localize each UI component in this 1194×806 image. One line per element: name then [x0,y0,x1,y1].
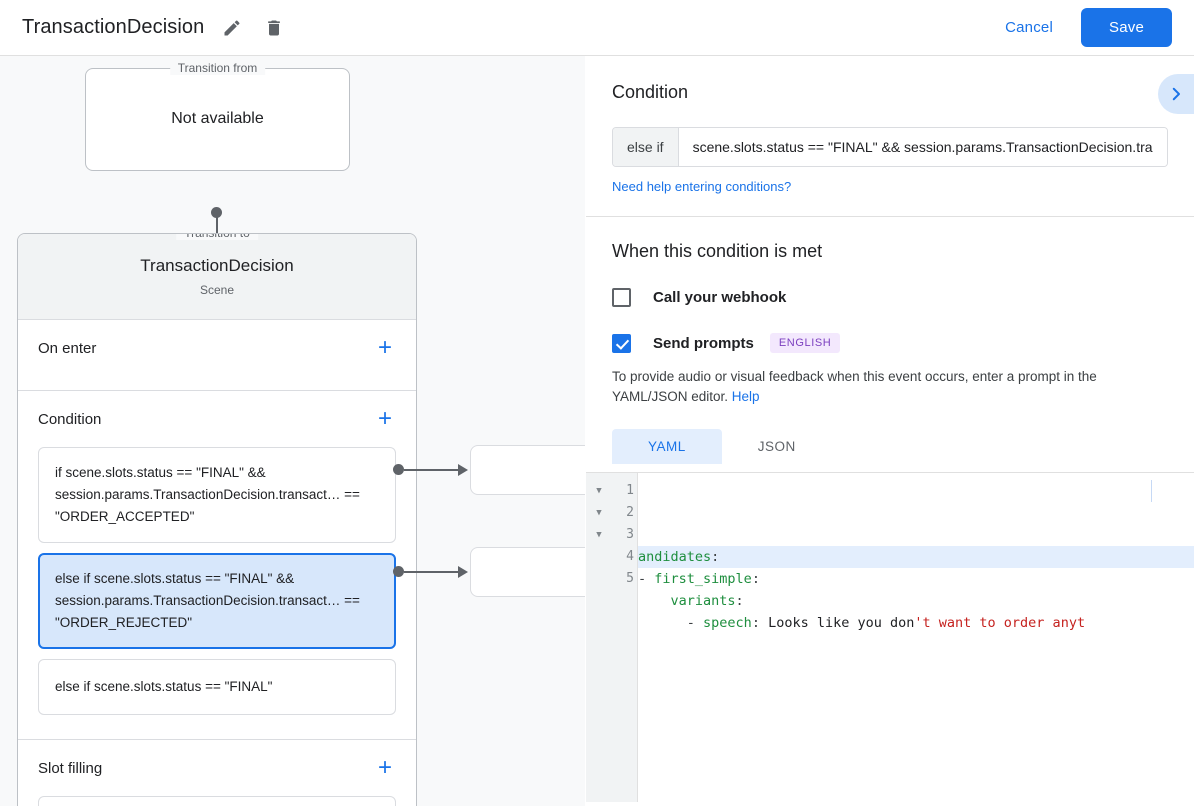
condition-item-rejected[interactable]: else if scene.slots.status == "FINAL" &&… [38,553,396,649]
section-slot-filling: Slot filling + Slot validation [18,740,416,806]
transition-to-header: TransactionDecision Scene [18,234,416,320]
code-token: : [711,549,720,565]
code-token: first_simple [654,571,752,587]
flow-canvas[interactable]: Transition from Not available Transition… [0,56,585,806]
code-token: - [638,615,704,631]
line-number: 1 [626,483,634,498]
when-condition-met-section: When this condition is met Call your web… [586,217,1194,464]
code-token: - [638,571,655,587]
edge-line-accepted [404,469,458,471]
chevron-right-icon[interactable] [1158,74,1194,114]
code-token: variants [670,593,736,609]
editor-line-numbers: 1 2 3 4 5 [612,473,638,802]
section-on-enter-head: On enter + [38,320,396,376]
send-prompts-checkbox[interactable] [612,333,631,353]
edge-anchor-rejected [393,566,404,577]
transition-to-name: TransactionDecision [140,256,294,275]
code-token: speech [703,615,752,631]
page-title: TransactionDecision [22,16,205,38]
prompts-description-text: To provide audio or visual feedback when… [612,369,1097,404]
code-token: : [751,571,760,587]
edge-anchor-accepted [393,464,404,475]
edge-arrow-rejected-icon [458,566,468,578]
chevron-right-icon-glyph [1172,87,1180,101]
section-condition-head: Condition + [38,391,396,447]
add-slot-filling-icon[interactable]: + [377,754,392,781]
slot-validation-item[interactable]: Slot validation [38,796,396,806]
condition-input-row: else if [612,127,1168,167]
tab-json[interactable]: JSON [757,439,796,454]
highlight-edge [1151,480,1152,502]
yaml-editor[interactable]: ▼ ▼ ▼ 1 2 3 4 5 andidates:- first_simple… [586,472,1194,802]
code-line: andidates: [638,546,1194,568]
pencil-icon-glyph [224,19,240,35]
line-number: 3 [626,527,634,542]
code-line [638,634,1194,656]
language-badge: ENGLISH [769,333,841,353]
edge-line-rejected [404,571,458,573]
editor-fold-gutter[interactable]: ▼ ▼ ▼ [586,473,612,802]
section-condition-title: Condition [38,410,102,428]
section-slot-filling-head: Slot filling + [38,740,396,796]
target-node-rejected[interactable] [470,547,585,597]
top-bar: TransactionDecision Cancel Save [0,0,1194,56]
pencil-icon[interactable] [218,14,246,42]
save-button[interactable]: Save [1081,8,1172,47]
tab-yaml[interactable]: YAML [612,429,722,464]
editor-code-area[interactable]: andidates:- first_simple: variants: - sp… [638,473,1194,802]
transition-from-legend: Transition from [169,61,266,75]
trash-icon-glyph [268,20,281,35]
call-webhook-checkbox[interactable] [612,288,631,307]
add-on-enter-icon[interactable]: + [377,334,392,361]
code-token: Looks like you don [768,615,915,631]
code-line: - first_simple: [638,568,1194,590]
prompts-description: To provide audio or visual feedback when… [612,367,1168,407]
code-token: andidates [638,549,712,565]
fold-toggle[interactable]: ▼ [596,508,602,518]
code-line: variants: [638,590,1194,612]
when-met-heading: When this condition is met [612,241,823,261]
editor-format-tabs: YAML JSON [612,429,1168,464]
webhook-row: Call your webhook [612,288,1168,307]
trash-icon[interactable] [260,14,288,42]
code-token: 't want to order anyt [914,615,1086,631]
condition-item-accepted[interactable]: if scene.slots.status == "FINAL" && sess… [38,447,396,543]
add-condition-icon[interactable]: + [377,405,392,432]
fold-toggle [586,546,612,568]
transition-to-card: Transition to TransactionDecision Scene … [17,233,417,806]
fold-toggle[interactable]: ▼ [596,530,602,540]
condition-help-link[interactable]: Need help entering conditions? [612,179,792,194]
section-on-enter: On enter + [18,320,416,391]
call-webhook-label: Call your webhook [653,289,787,306]
transition-from-card: Transition from Not available [85,61,350,171]
fold-toggle[interactable]: ▼ [596,486,602,496]
edge-arrow-accepted-icon [458,464,468,476]
send-prompts-label: Send prompts [653,334,754,352]
line-number: 4 [626,549,634,564]
section-condition: Condition + if scene.slots.status == "FI… [18,391,416,740]
section-on-enter-title: On enter [38,339,97,357]
condition-expression-input[interactable] [678,128,1167,166]
details-panel: Condition else if Need help entering con… [586,56,1194,806]
cancel-button[interactable]: Cancel [991,10,1067,45]
send-prompts-row: Send prompts ENGLISH [612,333,1168,353]
code-line: - speech: Looks like you don't want to o… [638,612,1194,634]
prompts-help-link[interactable]: Help [731,389,760,404]
section-slot-filling-title: Slot filling [38,759,103,777]
target-node-accepted[interactable] [470,445,585,495]
condition-heading: Condition [612,82,689,102]
transition-to-legend: Transition to [176,234,258,240]
line-number: 5 [626,571,634,586]
transition-to-type: Scene [199,283,235,297]
condition-item-final[interactable]: else if scene.slots.status == "FINAL" [38,659,396,715]
transition-from-value: Not available [171,110,264,127]
condition-section: Condition else if Need help entering con… [586,56,1194,217]
fold-toggle [586,568,612,590]
condition-prefix-label: else if [613,128,679,166]
code-token [638,593,671,609]
code-token: : [735,593,744,609]
code-token: : [751,615,769,631]
line-number: 2 [626,505,634,520]
